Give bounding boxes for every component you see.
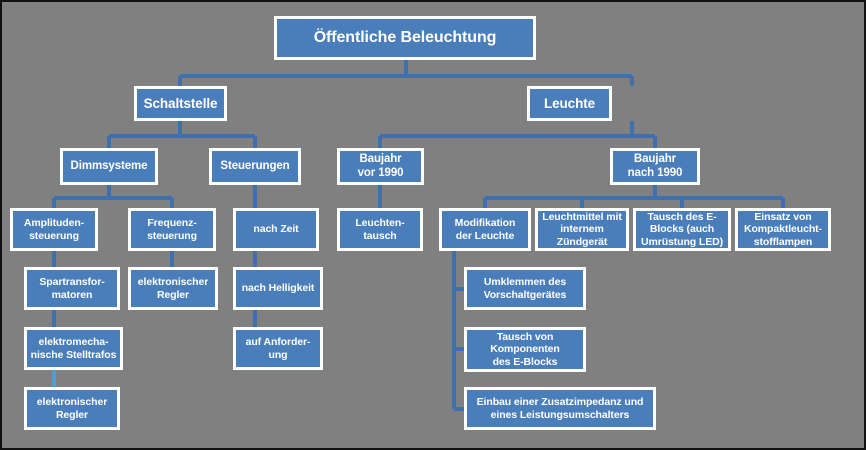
node-nach-helligkeit-label: nach Helligkeit xyxy=(241,282,315,295)
node-auf-anforderung[interactable]: auf Anforder- ung xyxy=(233,327,323,370)
node-nach-helligkeit[interactable]: nach Helligkeit xyxy=(233,267,323,310)
node-auf-anforderung-label: auf Anforder- ung xyxy=(245,336,311,361)
node-schaltstelle-label: Schaltstelle xyxy=(143,95,218,111)
node-elektronischer-regler-amplitude[interactable]: elektronischer Regler xyxy=(24,387,120,430)
node-nach-zeit[interactable]: nach Zeit xyxy=(233,208,319,251)
node-umklemmen-vorschaltgeraet[interactable]: Umklemmen des Vorschaltgerätes xyxy=(464,267,586,310)
node-leuchtmittel-zuendgeraet-label: Leuchtmittel mit internem Zündgerät xyxy=(542,211,622,248)
node-baujahr-nach-1990[interactable]: Baujahr nach 1990 xyxy=(610,148,700,185)
node-leuchtmittel-zuendgeraet[interactable]: Leuchtmittel mit internem Zündgerät xyxy=(535,208,629,251)
node-dimmsysteme[interactable]: Dimmsysteme xyxy=(60,148,158,185)
node-tausch-e-block-label: Tausch des E- Blocks (auch Umrüstung LED… xyxy=(640,211,723,248)
node-leuchte-label: Leuchte xyxy=(543,95,596,111)
node-elektronischer-regler-frequenz[interactable]: elektronischer Regler xyxy=(128,267,218,310)
node-root-label: Öffentliche Beleuchtung xyxy=(313,28,497,46)
node-amplitudensteuerung[interactable]: Amplituden- steuerung xyxy=(10,208,98,251)
node-baujahr-vor-1990[interactable]: Baujahr vor 1990 xyxy=(337,148,424,185)
node-steuerungen[interactable]: Steuerungen xyxy=(209,148,301,185)
node-schaltstelle[interactable]: Schaltstelle xyxy=(134,86,227,121)
node-amplitudensteuerung-label: Amplituden- steuerung xyxy=(23,217,85,242)
node-nach-zeit-label: nach Zeit xyxy=(253,223,299,236)
node-root[interactable]: Öffentliche Beleuchtung xyxy=(274,16,536,60)
node-steuerungen-label: Steuerungen xyxy=(220,159,290,172)
node-leuchte[interactable]: Leuchte xyxy=(527,86,612,121)
node-elektronischer-regler-amplitude-label: elektronischer Regler xyxy=(36,396,108,421)
node-frequenzsteuerung-label: Frequenz- steuerung xyxy=(147,217,197,242)
node-modifikation-der-leuchte-label: Modifikation der Leuchte xyxy=(454,217,516,242)
node-elektromechanische-stelltrafos[interactable]: elektromecha- nische Stelltrafos xyxy=(24,327,123,370)
node-spartransformatoren-label: Spartransfor- matoren xyxy=(39,276,105,301)
node-kompaktleuchtstofflampen[interactable]: Einsatz von Kompaktleucht- stofflampen xyxy=(735,208,831,251)
node-tausch-e-block[interactable]: Tausch des E- Blocks (auch Umrüstung LED… xyxy=(633,208,731,251)
node-tausch-komponenten-e-block-label: Tausch von Komponenten des E-Blocks xyxy=(490,331,560,368)
node-umklemmen-vorschaltgeraet-label: Umklemmen des Vorschaltgerätes xyxy=(483,276,567,301)
node-baujahr-nach-1990-label: Baujahr nach 1990 xyxy=(627,153,683,179)
node-einbau-zusatzimpedanz-label: Einbau einer Zusatzimpedanz und eines Le… xyxy=(476,396,644,421)
node-elektromechanische-stelltrafos-label: elektromecha- nische Stelltrafos xyxy=(30,336,117,361)
node-tausch-komponenten-e-block[interactable]: Tausch von Komponenten des E-Blocks xyxy=(464,327,586,372)
node-leuchtentausch[interactable]: Leuchten- tausch xyxy=(337,208,423,251)
node-einbau-zusatzimpedanz[interactable]: Einbau einer Zusatzimpedanz und eines Le… xyxy=(464,387,656,430)
node-kompaktleuchtstofflampen-label: Einsatz von Kompaktleucht- stofflampen xyxy=(744,211,822,248)
node-frequenzsteuerung[interactable]: Frequenz- steuerung xyxy=(128,208,216,251)
node-leuchtentausch-label: Leuchten- tausch xyxy=(355,217,405,242)
node-dimmsysteme-label: Dimmsysteme xyxy=(70,159,148,172)
node-spartransformatoren[interactable]: Spartransfor- matoren xyxy=(24,267,120,310)
node-elektronischer-regler-frequenz-label: elektronischer Regler xyxy=(137,276,209,301)
node-baujahr-vor-1990-label: Baujahr vor 1990 xyxy=(357,153,404,179)
node-modifikation-der-leuchte[interactable]: Modifikation der Leuchte xyxy=(439,208,531,251)
